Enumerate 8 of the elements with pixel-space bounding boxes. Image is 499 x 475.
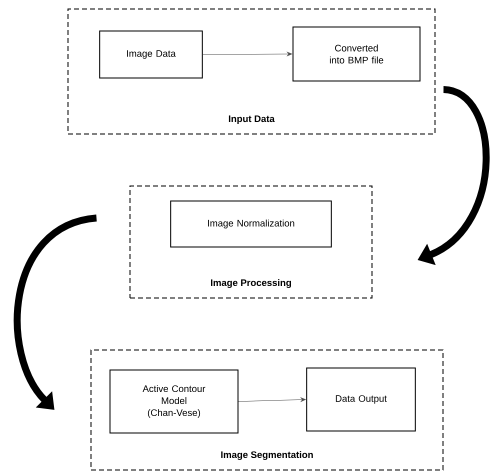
process-box: Image Normalization bbox=[170, 200, 332, 248]
process-box: Data Output bbox=[306, 368, 416, 432]
arrow bbox=[14, 214, 98, 410]
process-box: Converted into BMP file bbox=[292, 26, 420, 82]
process-box: Active Contour Model (Chan-Vese) bbox=[110, 370, 238, 434]
process-box: Image Data bbox=[99, 30, 203, 78]
arrow bbox=[238, 397, 306, 402]
arrow bbox=[202, 52, 292, 56]
